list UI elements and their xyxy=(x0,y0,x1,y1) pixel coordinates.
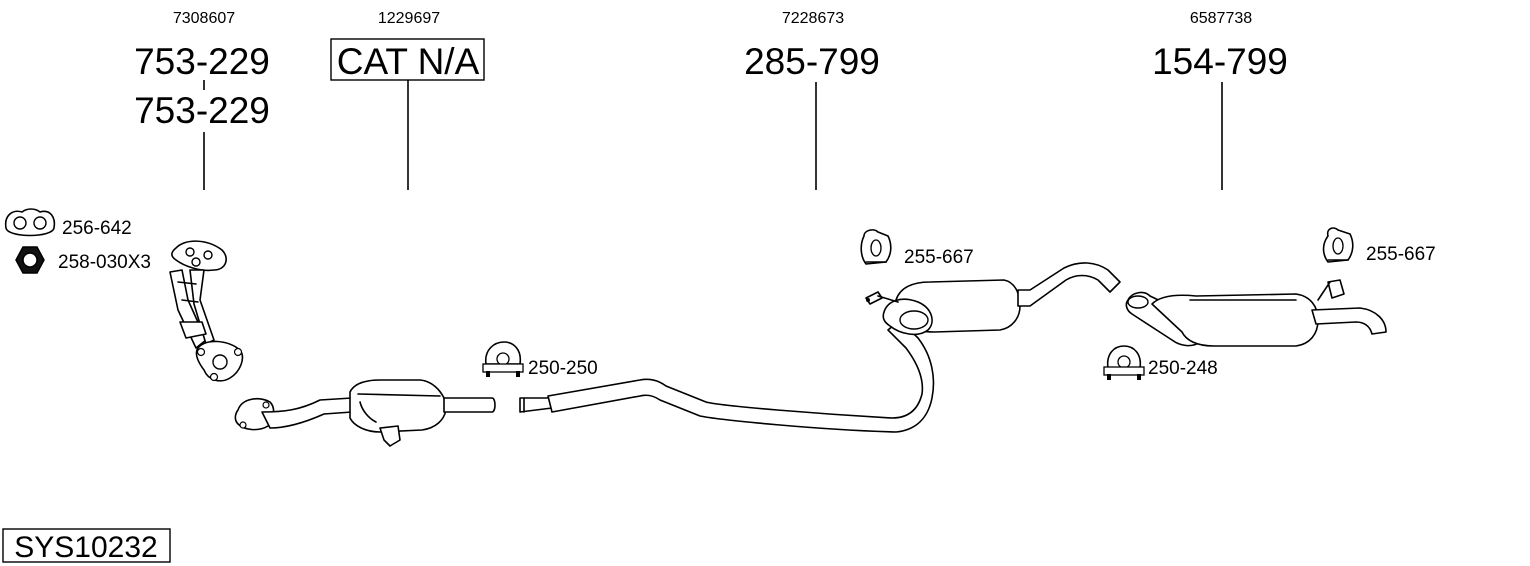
rubber-hanger-icon-middle xyxy=(860,229,892,265)
system-id: SYS10232 xyxy=(14,531,157,564)
part-number-rear-silencer: 154-799 xyxy=(1152,41,1288,82)
rubber-hanger-icon-rear xyxy=(1322,227,1354,263)
oe-number-middle-silencer: 7228673 xyxy=(782,10,844,27)
clamp-front-part-label: 250-250 xyxy=(528,358,598,379)
gasket-part-label: 256-642 xyxy=(62,218,132,239)
part-number-front-pipe-2: 753-229 xyxy=(134,90,270,131)
middle-silencer-drawing xyxy=(519,262,1121,433)
part-number-catalyst: CAT N/A xyxy=(337,41,480,82)
clamp-icon-front xyxy=(482,341,524,377)
nut-part-label: 258-030X3 xyxy=(58,252,151,273)
clamp-icon-rear xyxy=(1103,345,1145,380)
clamp-rear-part-label: 250-248 xyxy=(1148,358,1218,379)
hanger-middle-part-label: 255-667 xyxy=(904,247,974,268)
oe-number-catalyst: 1229697 xyxy=(378,10,440,27)
catalytic-converter-drawing xyxy=(234,379,496,447)
system-id-box xyxy=(2,528,171,563)
front-pipe-drawing xyxy=(169,240,244,382)
oe-number-rear-silencer: 6587738 xyxy=(1190,10,1252,27)
hex-nut-icon xyxy=(15,246,45,274)
part-number-middle-silencer: 285-799 xyxy=(744,41,880,82)
rear-silencer-drawing xyxy=(1125,279,1387,347)
gasket-icon xyxy=(4,208,56,237)
part-number-front-pipe-1: 753-229 xyxy=(134,41,270,82)
hanger-rear-part-label: 255-667 xyxy=(1366,244,1436,265)
catalyst-label-box xyxy=(330,38,485,81)
oe-number-front-pipe: 7308607 xyxy=(173,10,235,27)
